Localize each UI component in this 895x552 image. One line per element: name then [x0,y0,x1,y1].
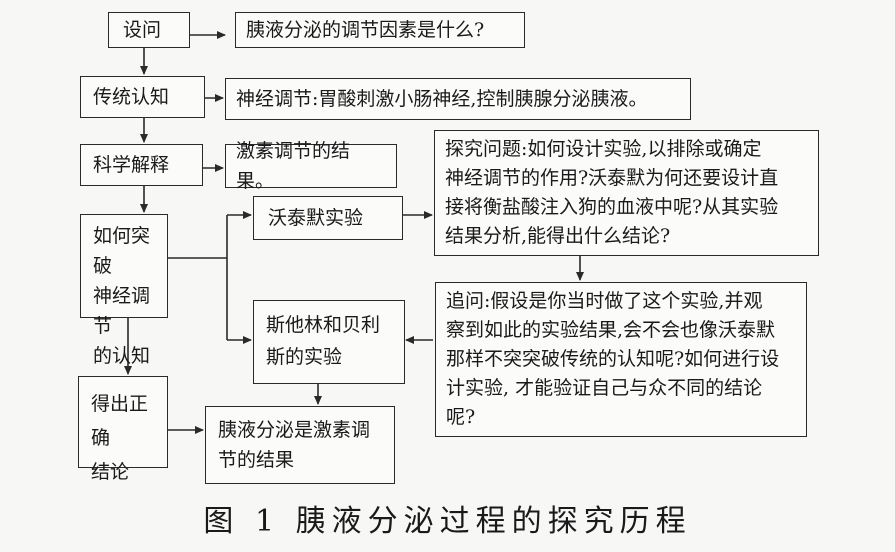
figure-caption: 图 1 胰液分泌过程的探究历程 [203,504,692,539]
node-science-label: 科学解释 [80,144,203,186]
node-tradition-label: 传统认知 [80,76,205,118]
node-breakthrough: 如何突破 神经调节 的认知 [80,214,168,367]
node-science: 激素调节的结果。 [225,140,397,192]
node-conclusion: 胰液分泌是激素调 节的结果 [205,406,395,484]
node-followup: 追问:假设是你当时做了这个实验,并观 察到如此的实验结果,会不会也像沃泰默 那样… [435,282,807,437]
node-question-label: 设问 [108,12,190,48]
node-tradition: 神经调节:胃酸刺激小肠神经,控制胰腺分泌胰液。 [225,78,691,120]
node-explore: 探究问题:如何设计实验,以排除或确定 神经调节的作用?沃泰默为何还要设计直 接将… [434,130,819,256]
node-conclusion-label: 得出正确 结论 [78,376,168,483]
node-question: 胰液分泌的调节因素是什么? [235,12,525,48]
node-starling: 斯他林和贝利 斯的实验 [253,300,405,384]
node-wertheimer: 沃泰默实验 [253,196,403,240]
